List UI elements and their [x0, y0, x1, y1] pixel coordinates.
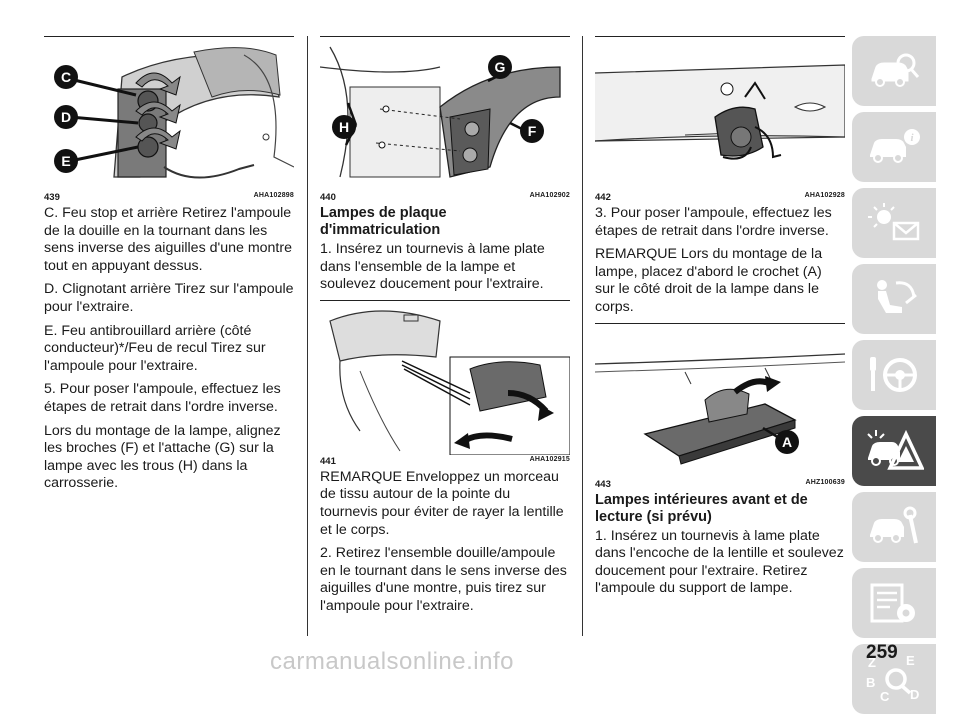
paragraph: C. Feu stop et arrière Retirez l'ampoule… — [44, 205, 292, 274]
tab-key-steering-wheel[interactable] — [852, 340, 936, 410]
car-breakdown-warning-icon — [867, 429, 924, 470]
paragraph: D. Clignotant arrière Tirez sur l'ampoul… — [44, 281, 294, 315]
figure-caption: 439 AHA102898 — [44, 192, 294, 203]
car-info-icon: i — [870, 129, 920, 163]
svg-text:i: i — [910, 132, 914, 144]
tab-dashboard-lights[interactable] — [852, 188, 936, 258]
figure-label-e: E — [61, 153, 70, 169]
figure-label-f: F — [528, 123, 537, 139]
figure-443: A — [595, 322, 845, 478]
figure-code: AHZ100639 — [805, 478, 845, 486]
paragraph: 1. Insérez un tournevis à lame plate dan… — [320, 241, 545, 293]
figure-caption: 440 AHA102902 — [320, 192, 570, 203]
tab-specifications[interactable] — [852, 568, 936, 638]
column-divider — [582, 36, 583, 636]
figure-caption: 441 AHA102915 — [320, 456, 570, 467]
figure-code: AHA102915 — [529, 455, 570, 463]
column-2: G H F 440 AHA102902 Lampes de plaque d'i… — [320, 36, 570, 622]
tab-car-search[interactable] — [852, 36, 936, 106]
car-service-icon — [870, 506, 918, 544]
figure-443-illustration: A — [595, 352, 845, 465]
column-1: C D E 439 AHA102898 C. Feu stop et arriè… — [44, 36, 294, 499]
figure-label-h: H — [339, 119, 349, 135]
paragraph: REMARQUE Enveloppez un morceau de tissu … — [320, 468, 564, 538]
figure-440-illustration: G H F — [320, 46, 561, 178]
column-3: 442 AHA102928 3. Pour poser l'ampoule, e… — [595, 36, 845, 604]
figure-441 — [320, 299, 570, 455]
figure-441-illustration — [329, 310, 570, 455]
airbag-seat-icon — [877, 280, 917, 313]
section-heading: Lampes intérieures avant et de lecture (… — [595, 491, 808, 525]
figure-label-c: C — [61, 69, 71, 85]
figure-code: AHA102928 — [804, 192, 845, 199]
figure-label-a: A — [782, 434, 792, 450]
paragraph: 5. Pour poser l'ampoule, effectuez les é… — [44, 381, 281, 415]
figure-number: 443 — [595, 478, 611, 490]
section-heading: Lampes de plaque d'immatriculation — [320, 205, 447, 238]
car-search-icon — [871, 53, 920, 87]
figure-439-illustration: C D E — [54, 47, 294, 179]
key-steering-wheel-icon — [870, 357, 917, 392]
index-letter: E — [906, 653, 915, 668]
watermark: carmanualsonline.info — [270, 648, 514, 675]
figure-code: AHA102902 — [529, 192, 570, 199]
index-letter: D — [910, 687, 919, 702]
specifications-gear-icon — [870, 583, 915, 623]
index-letter: C — [880, 689, 890, 704]
paragraph: Lors du montage de la lampe, alignez les… — [44, 422, 281, 492]
chapter-tabs: i — [852, 36, 936, 720]
figure-439: C D E — [44, 36, 294, 191]
tab-car-service[interactable] — [852, 492, 936, 562]
tab-car-info[interactable]: i — [852, 112, 936, 182]
figure-label-g: G — [495, 59, 506, 75]
index-letter: B — [866, 675, 875, 690]
index-letter: Z — [868, 655, 876, 670]
figure-label-d: D — [61, 109, 71, 125]
paragraph: 3. Pour poser l'ampoule, effectuez les é… — [595, 205, 832, 239]
figure-440: G H F — [320, 36, 570, 191]
dashboard-lights-icon — [868, 203, 920, 241]
figure-number: 441 — [320, 455, 336, 467]
paragraph: 1. Insérez un tournevis à lame plate dan… — [595, 527, 844, 597]
paragraph: E. Feu antibrouillard arrière (côté cond… — [44, 322, 266, 374]
figure-number: 439 — [44, 192, 60, 203]
figure-number: 442 — [595, 192, 611, 203]
figure-number: 440 — [320, 192, 336, 203]
paragraph: REMARQUE Lors du montage de la lampe, pl… — [595, 246, 823, 315]
figure-caption: 442 AHA102928 — [595, 192, 845, 203]
paragraph: 2. Retirez l'ensemble douille/ampoule en… — [320, 545, 567, 614]
column-divider — [307, 36, 308, 636]
figure-442 — [595, 36, 845, 191]
tab-car-breakdown-warning[interactable] — [852, 416, 936, 486]
figure-code: AHA102898 — [253, 192, 294, 199]
tab-airbag-seat[interactable] — [852, 264, 936, 334]
page-number: 259 — [866, 642, 898, 663]
figure-caption: 443 AHZ100639 — [595, 479, 845, 490]
figure-442-illustration — [595, 64, 845, 160]
